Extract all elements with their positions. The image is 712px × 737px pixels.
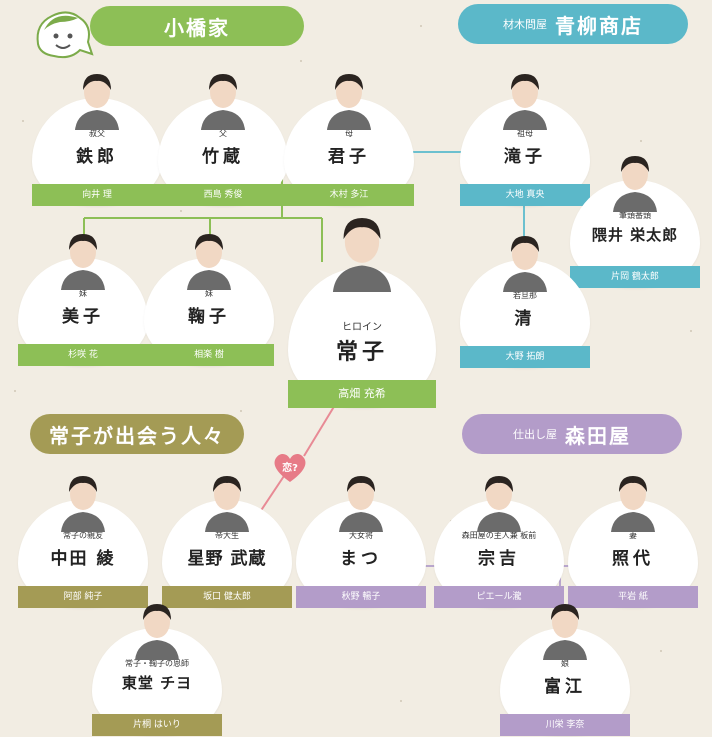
restaurant-banner: 仕出し屋 森田屋 xyxy=(462,414,682,454)
character-role: 常子の親友 xyxy=(63,531,103,540)
character-card-matsu[interactable]: 大女将 まつ 秋野 暢子 xyxy=(296,476,426,608)
character-name: 鞠子 xyxy=(188,307,230,327)
character-name: 滝子 xyxy=(504,147,546,167)
family-banner-title: 小橋家 xyxy=(164,15,230,40)
portrait-icon xyxy=(69,68,125,130)
actor-name: 秋野 暢子 xyxy=(296,586,426,608)
character-card-tsuneko[interactable]: ヒロイン 常子 高畑 充希 xyxy=(288,217,436,408)
love-label: 恋? xyxy=(282,463,298,474)
actor-name: 片桐 はいり xyxy=(92,714,222,736)
love-heart-icon: 恋? xyxy=(272,450,308,484)
character-name: 東堂 チヨ xyxy=(121,674,193,692)
character-role: 娘 xyxy=(561,659,569,668)
character-role: 森田屋の主人兼 板前 xyxy=(461,531,537,540)
portrait-icon xyxy=(333,470,389,532)
character-role: 妹 xyxy=(79,289,87,298)
character-name: 鉄郎 xyxy=(76,147,118,167)
character-role: 常子・鞠子の恩師 xyxy=(125,659,189,668)
character-role: 筆頭番頭 xyxy=(619,211,651,220)
portrait-icon xyxy=(325,208,399,294)
actor-name: 平岩 紙 xyxy=(568,586,698,608)
character-card-yoshiko[interactable]: 妹 美子 杉咲 花 xyxy=(18,234,148,366)
portrait-icon xyxy=(199,470,255,532)
family-banner: 小橋家 xyxy=(90,6,304,46)
character-name: 中田 綾 xyxy=(50,549,116,569)
actor-name: 坂口 健太郎 xyxy=(162,586,292,608)
character-name: 美子 xyxy=(62,307,104,327)
portrait-icon xyxy=(321,68,377,130)
character-role: ヒロイン xyxy=(342,322,382,333)
restaurant-banner-title: 森田屋 xyxy=(565,423,631,448)
portrait-icon xyxy=(497,68,553,130)
encounters-banner-title: 常子が出会う人々 xyxy=(49,423,225,448)
character-role: 父 xyxy=(219,129,227,138)
character-card-takezo[interactable]: 父 竹蔵 西島 秀俊 xyxy=(158,74,288,206)
shop-banner-subtitle: 材木問屋 xyxy=(503,18,547,31)
character-role: 大女将 xyxy=(349,531,373,540)
restaurant-banner-subtitle: 仕出し屋 xyxy=(513,428,557,441)
portrait-icon xyxy=(195,68,251,130)
character-role: 若旦那 xyxy=(513,291,537,300)
character-card-mariko[interactable]: 妹 鞠子 相楽 樹 xyxy=(144,234,274,366)
character-role: 帝大生 xyxy=(215,531,239,540)
actor-name: 大地 真央 xyxy=(460,184,590,206)
portrait-icon xyxy=(55,228,111,290)
character-name: 竹蔵 xyxy=(202,147,244,167)
portrait-icon xyxy=(181,228,237,290)
actor-name: 相楽 樹 xyxy=(144,344,274,366)
character-name: まつ xyxy=(340,549,382,569)
actor-name: 木村 多江 xyxy=(284,184,414,206)
character-card-tomie[interactable]: 娘 富江 川栄 李奈 xyxy=(500,604,630,736)
actor-name: ピエール瀧 xyxy=(434,586,564,608)
character-name: 富江 xyxy=(544,677,586,697)
character-name: 常子 xyxy=(335,339,388,365)
shop-banner: 材木問屋 青柳商店 xyxy=(458,4,688,44)
character-card-hoshino[interactable]: 帝大生 星野 武蔵 坂口 健太郎 xyxy=(162,476,292,608)
character-name: 星野 武蔵 xyxy=(187,549,267,569)
portrait-icon xyxy=(129,598,185,660)
character-name: 清 xyxy=(514,309,536,329)
character-role: 母 xyxy=(345,129,353,138)
character-role: 祖母 xyxy=(517,129,533,138)
character-card-kimiko[interactable]: 母 君子 木村 多江 xyxy=(284,74,414,206)
portrait-icon xyxy=(55,470,111,532)
encounters-banner: 常子が出会う人々 xyxy=(30,414,244,454)
shop-banner-title: 青柳商店 xyxy=(555,13,643,38)
portrait-icon xyxy=(471,470,527,532)
character-card-teruyo[interactable]: 妻 照代 平岩 紙 xyxy=(568,476,698,608)
portrait-icon xyxy=(607,150,663,212)
character-card-kiyoshi[interactable]: 若旦那 清 大野 拓朗 xyxy=(460,236,590,368)
character-card-chiyo[interactable]: 常子・鞠子の恩師 東堂 チヨ 片桐 はいり xyxy=(92,604,222,736)
face-logo-icon xyxy=(30,4,100,64)
character-card-sumii[interactable]: 筆頭番頭 隈井 栄太郎 片岡 鶴太郎 xyxy=(570,156,700,288)
character-role: 妹 xyxy=(205,289,213,298)
actor-name: 川栄 李奈 xyxy=(500,714,630,736)
portrait-icon xyxy=(497,230,553,292)
actor-name: 西島 秀俊 xyxy=(158,184,288,206)
character-name: 隈井 栄太郎 xyxy=(591,226,679,244)
portrait-icon xyxy=(537,598,593,660)
character-name: 宗吉 xyxy=(478,549,520,569)
actor-name: 大野 拓朗 xyxy=(460,346,590,368)
portrait-icon xyxy=(605,470,661,532)
actor-name: 片岡 鶴太郎 xyxy=(570,266,700,288)
line-tsuneko-heart xyxy=(303,399,339,457)
character-card-tetsuro[interactable]: 叔父 鉄郎 向井 理 xyxy=(32,74,162,206)
character-card-sokichi[interactable]: 森田屋の主人兼 板前 宗吉 ピエール瀧 xyxy=(434,476,564,608)
actor-name: 向井 理 xyxy=(32,184,162,206)
actor-name: 杉咲 花 xyxy=(18,344,148,366)
actor-name: 阿部 純子 xyxy=(18,586,148,608)
character-card-aya[interactable]: 常子の親友 中田 綾 阿部 純子 xyxy=(18,476,148,608)
character-card-takiko[interactable]: 祖母 滝子 大地 真央 xyxy=(460,74,590,206)
character-role: 妻 xyxy=(629,531,637,540)
character-name: 君子 xyxy=(328,147,370,167)
character-name: 照代 xyxy=(612,549,654,569)
actor-name: 高畑 充希 xyxy=(288,380,436,408)
character-role: 叔父 xyxy=(89,129,105,138)
